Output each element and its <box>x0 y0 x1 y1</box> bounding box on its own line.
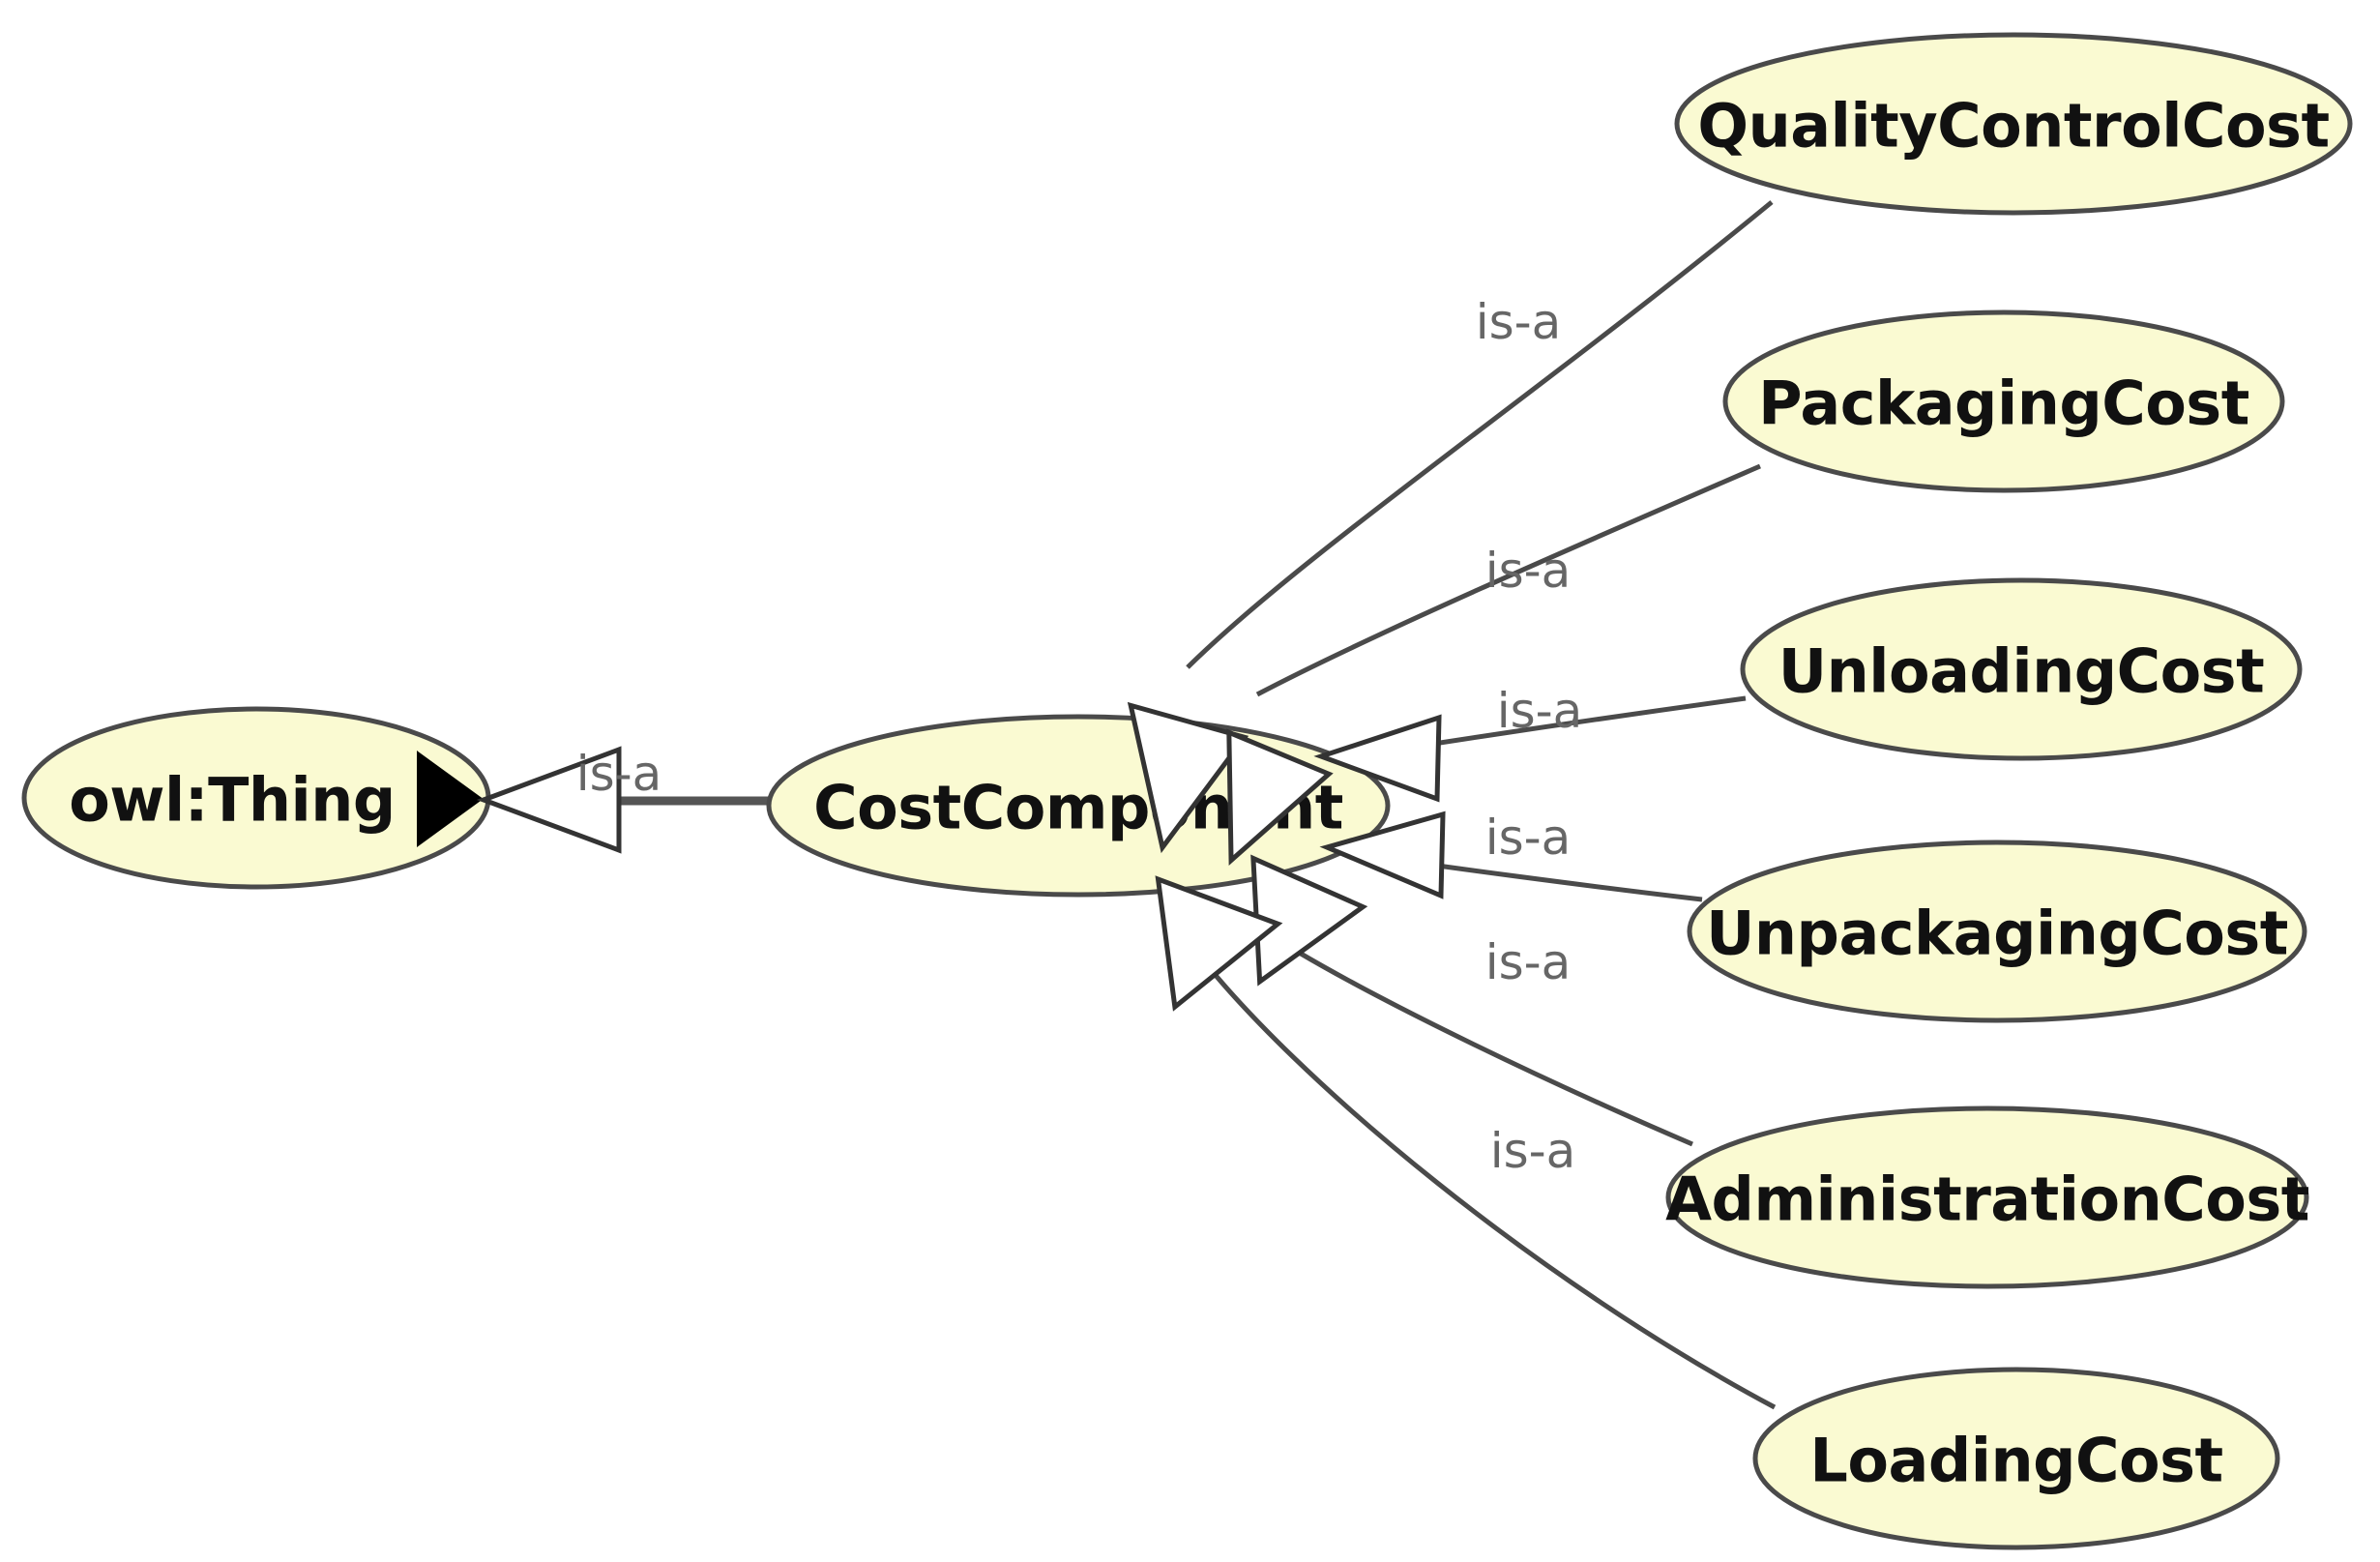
edge-label-quality-control-cost: is-a <box>1476 294 1562 350</box>
edge-label-packaging-cost: is-a <box>1485 543 1572 599</box>
generalization-arrowhead-icon-owl-thing <box>476 746 622 854</box>
generalization-arrowhead-icon-unpackaging-cost <box>1319 810 1446 899</box>
node-unloading-cost[interactable]: UnloadingCost <box>1740 577 2303 761</box>
node-shape-administration-cost[interactable] <box>1665 1105 2309 1289</box>
node-label-owl-thing: owl:Thing <box>69 765 396 836</box>
node-label-quality-control-cost: QualityControlCost <box>1697 91 2329 162</box>
edge-line-administration-cost <box>1255 924 1693 1147</box>
node-shape-loading-cost[interactable] <box>1752 1367 2280 1550</box>
edge-group <box>513 200 1777 1410</box>
edge-label-cost-component-owl-thing: is-a <box>576 746 662 802</box>
edge-line-loading-cost <box>1188 941 1777 1410</box>
node-unpackaging-cost[interactable]: UnpackagingCost <box>1687 840 2307 1023</box>
node-shape-unpackaging-cost[interactable] <box>1687 840 2307 1023</box>
edge-label-loading-cost: is-a <box>1490 1123 1576 1179</box>
edge-line-packaging-cost <box>1255 463 1761 697</box>
generalization-arrowhead-icon-unloading-cost <box>1313 714 1442 803</box>
generalization-arrowhead-icon-quality-control-cost <box>1127 701 1249 854</box>
edge-label-group: is-a is-a is-a is-a is-a is-a is-a <box>576 294 1583 1179</box>
filled-triangle-marker-icon <box>417 751 484 847</box>
node-administration-cost[interactable]: AdministrationCost <box>1665 1105 2309 1289</box>
node-label-packaging-cost: PackagingCost <box>1758 368 2249 439</box>
node-packaging-cost[interactable]: PackagingCost <box>1722 309 2285 493</box>
node-owl-thing[interactable]: owl:Thing <box>21 706 491 890</box>
node-label-unpackaging-cost: UnpackagingCost <box>1706 899 2288 969</box>
node-shape-unloading-cost[interactable] <box>1740 577 2303 761</box>
generalization-arrowhead-icon-packaging-cost <box>1226 728 1334 866</box>
node-shape-quality-control-cost[interactable] <box>1674 32 2353 216</box>
node-quality-control-cost[interactable]: QualityControlCost <box>1674 32 2353 216</box>
node-label-unloading-cost: UnloadingCost <box>1778 636 2264 707</box>
arrowhead-group <box>476 701 1446 1012</box>
node-label-loading-cost: LoadingCost <box>1809 1426 2222 1496</box>
node-shape-packaging-cost[interactable] <box>1722 309 2285 493</box>
generalization-arrowhead-icon-loading-cost <box>1155 875 1283 1012</box>
edge-label-administration-cost: is-a <box>1485 934 1572 990</box>
node-label-administration-cost: AdministrationCost <box>1665 1164 2309 1235</box>
edge-line-quality-control-cost <box>1186 200 1774 669</box>
edge-label-unloading-cost: is-a <box>1497 683 1583 739</box>
node-loading-cost[interactable]: LoadingCost <box>1752 1367 2280 1550</box>
edge-label-unpackaging-cost: is-a <box>1485 810 1572 866</box>
